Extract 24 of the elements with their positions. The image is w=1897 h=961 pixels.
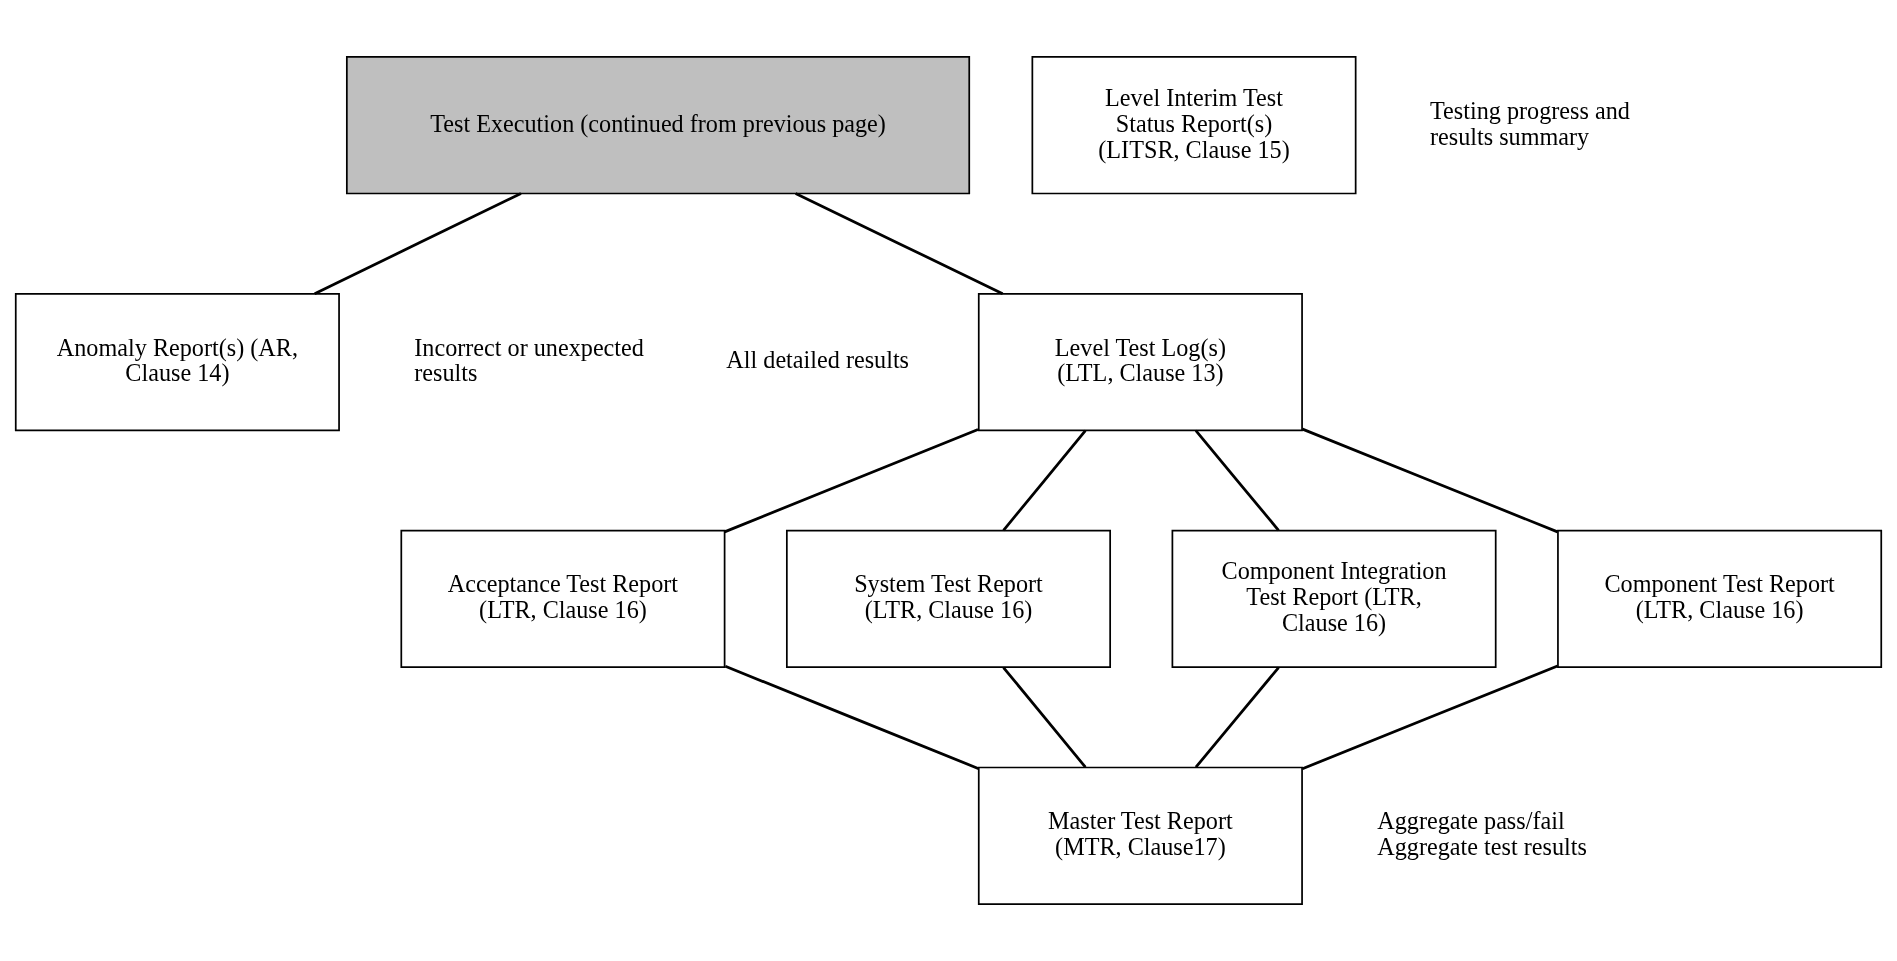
node-box: Level Test Log(s) (LTL, Clause 13) [977, 292, 1303, 432]
node-label: Testing progress and results summary [1430, 96, 1630, 150]
connector [795, 192, 1004, 295]
node-label: Aggregate test results [1377, 833, 1587, 861]
node-box: Test Execution (continued from previous page) [345, 56, 971, 195]
node-box: Component Test Report (LTR, Clause 16) [1557, 529, 1883, 669]
connector [314, 192, 522, 295]
connector [724, 665, 980, 770]
node-label: All detailed results [726, 346, 910, 374]
node-label: Aggregate pass/fail [1377, 807, 1565, 835]
node-label: Incorrect or unexpected results [414, 333, 644, 387]
node-box: Component Integration Test Report (LTR, Clause 16) [1171, 529, 1497, 669]
connector [1194, 666, 1280, 769]
node-box: Level Interim Test Status Report(s) (LITSR, Clause 15) [1031, 56, 1357, 195]
connector [1002, 429, 1087, 532]
node-box: System Test Report (LTR, Clause 16) [786, 529, 1111, 669]
node-box: Master Test Report (MTR, Clause17) [977, 766, 1303, 905]
connector [1301, 664, 1558, 771]
connector [724, 428, 979, 534]
node-box: Anomaly Report(s) (AR, Clause 14) [14, 292, 340, 432]
connector [1194, 429, 1280, 532]
connector [1302, 427, 1559, 534]
connector [1002, 666, 1087, 769]
node-box: Acceptance Test Report (LTR, Clause 16) [400, 529, 726, 669]
